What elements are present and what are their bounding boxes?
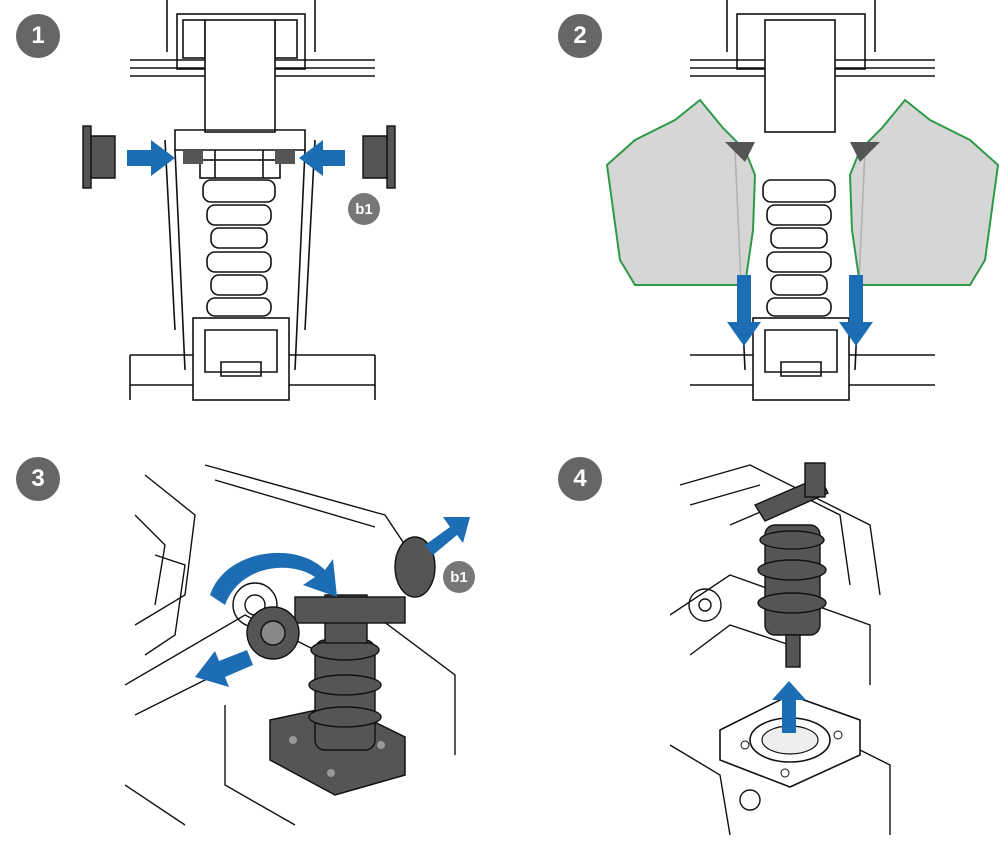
step-3-badge: 3 [16,457,60,501]
b1-reference-badge: b1 [443,561,475,593]
cap-icon [246,606,300,660]
cartridge-icon [753,462,829,668]
step-4-illustration [670,462,891,836]
cap-icon [82,125,116,189]
step-1-illustration [82,0,396,401]
cap-icon [362,125,396,189]
cap-icon [394,536,436,598]
step-1-badge: 1 [16,14,60,58]
pull-arrow-icon [772,681,806,733]
pull-arrow-icon [839,275,873,346]
press-arrow-icon [299,140,345,176]
b1-reference-badge: b1 [348,193,380,225]
press-arrow-icon [127,140,175,176]
pull-arrow-icon [727,275,761,346]
step-2-illustration [605,0,1000,401]
step-2-badge: 2 [558,14,602,58]
hand-icon [605,98,757,286]
cartridge-icon [308,594,382,751]
step-3-illustration [125,464,470,826]
hand-icon [848,98,1000,286]
rotate-arrow-icon [210,552,337,605]
step-4-badge: 4 [558,457,602,501]
pull-arrow-icon [195,650,253,687]
pull-arrow-icon [425,517,470,555]
